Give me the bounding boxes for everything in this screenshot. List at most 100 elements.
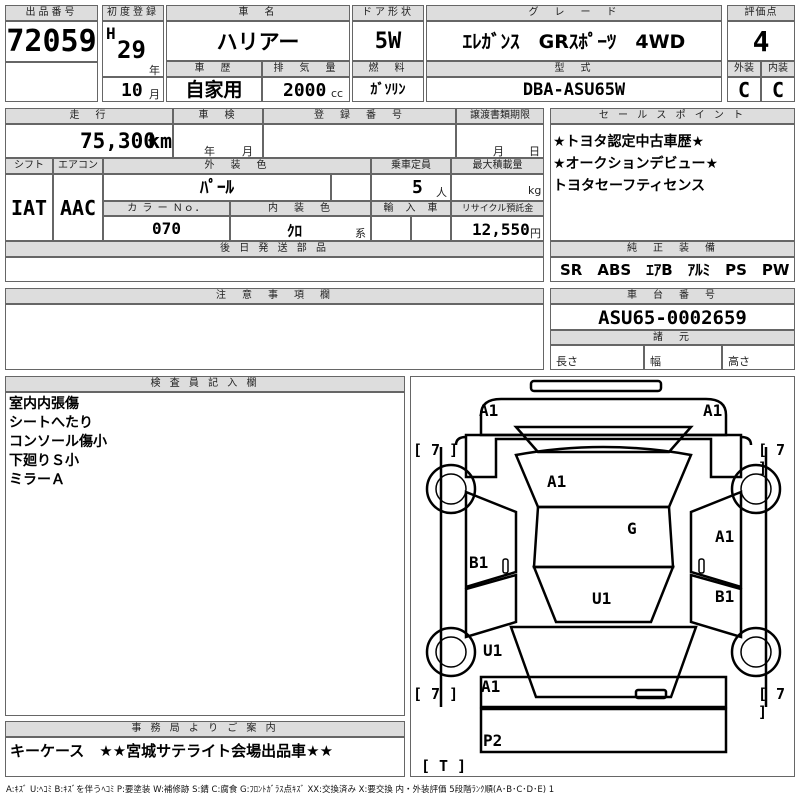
fuel-label: 燃 料: [352, 61, 424, 77]
inspector-line-1: 室内内張傷: [9, 396, 79, 412]
month-unit: 月: [149, 88, 160, 101]
first-reg-month-cell: 10 月: [102, 77, 164, 102]
first-reg-label: 初度登録: [102, 5, 164, 21]
loadmax-label: 最大積載量: [451, 158, 544, 174]
plate-label: 登 録 番 号: [263, 108, 456, 124]
car-name-label: 車 名: [166, 5, 350, 21]
mark-b1-right: B1: [715, 587, 735, 606]
mark-a1-right-door: A1: [715, 527, 735, 546]
lot-number-label: 出品番号: [5, 5, 98, 21]
inspector-label: 検 査 員 記 入 欄: [5, 376, 405, 392]
mark-a1-front-right: A1: [703, 401, 723, 420]
inspector-line-3: コンソール傷小: [9, 434, 107, 450]
equipment: SR ABS ｴｱB ｱﾙﾐ PS PW: [550, 257, 795, 282]
inspector-line-4: 下廻りＳ小: [9, 453, 79, 469]
import-cell-b: [411, 216, 451, 241]
lot-number: 72059: [5, 21, 98, 62]
year-unit: 年: [149, 64, 160, 77]
fuel: ｶﾞｿﾘﾝ: [352, 77, 424, 102]
damage-diagram: A1 A1 A1 G A1 B1 B1 U1 U1 A1 P2 [ 7 ] [ …: [410, 376, 795, 777]
tire-rear-left: [ 7 ]: [413, 685, 459, 703]
legend: A:ｷｽﾞ U:ﾍｺﾐ B:ｷｽﾞを伴うﾍｺﾐ P:要塗装 W:補修跡 S:錆 …: [6, 785, 555, 795]
displacement-unit: cc: [331, 87, 344, 100]
notes-label: 注 意 事 項 欄: [5, 288, 544, 304]
sales-point-3: トヨタセーフティセンス: [553, 178, 706, 194]
height-label: 高さ: [722, 345, 795, 370]
chassis-label: 車 台 番 号: [550, 288, 795, 304]
recycle-label: リサイクル預託金: [451, 201, 544, 216]
intcolor-unit: 系: [355, 227, 366, 240]
displacement: 2000: [283, 80, 327, 101]
mark-u1-roof: U1: [592, 589, 612, 608]
mark-b1-left: B1: [469, 553, 489, 572]
inspection-label: 車 検: [173, 108, 263, 124]
mark-a1-front-left: A1: [479, 401, 499, 420]
model-label: 型 式: [426, 61, 722, 77]
color-label: 外 装 色: [103, 158, 371, 174]
capacity-unit: 人: [436, 186, 447, 199]
grade: ｴﾚｶﾞﾝｽ GRｽﾎﾟｰﾂ 4WD: [426, 21, 722, 61]
first-reg-year-cell: H 29 年: [102, 21, 164, 77]
office-label: 事 務 局 よ り ご 案 内: [5, 721, 405, 737]
capacity-label: 乗車定員: [371, 158, 451, 174]
intcolor: ｸﾛ: [287, 222, 303, 240]
inspector-line-5: ミラーＡ: [9, 472, 65, 488]
mark-u1-left: U1: [483, 641, 503, 660]
sales-point-2: ★オークションデビュー★: [553, 156, 719, 172]
shift: IAT: [5, 174, 53, 241]
import-cell-a: [371, 216, 411, 241]
car-name: ハリアー: [166, 21, 350, 61]
reg-month: 10: [121, 80, 143, 101]
mark-g-windshield: G: [627, 519, 637, 538]
colorno-label: カ ラ ー Ｎｏ．: [103, 201, 230, 216]
grade-label: グ レ ー ド: [426, 5, 722, 21]
dims-label: 諸 元: [550, 330, 795, 345]
displacement-cell: 2000 cc: [262, 77, 350, 102]
plate-cell: [263, 124, 456, 158]
tire-rear-right: [ 7 ]: [758, 685, 786, 721]
history: 自家用: [166, 77, 262, 102]
ac-label: エアコン: [53, 158, 103, 174]
notes: [5, 304, 544, 370]
door-label: ドア形状: [352, 5, 424, 21]
mark-a1-hood: A1: [547, 472, 567, 491]
transfer-month-unit: 月: [493, 145, 504, 158]
width-label: 幅: [644, 345, 722, 370]
lot-blank: [5, 62, 98, 102]
interior-label: 内装: [761, 61, 795, 77]
mileage: 75,300: [80, 129, 156, 153]
loadmax-unit: kg: [528, 184, 542, 197]
intcolor-label: 内 装 色: [230, 201, 371, 216]
model: DBA-ASU65W: [426, 77, 722, 102]
equipment-label: 純 正 装 備: [550, 241, 795, 257]
recycle-cell: 12,550 円: [451, 216, 544, 241]
tire-front-right: [ 7 ]: [758, 441, 786, 477]
office-message: キーケース ★★宮城サテライト会場出品車★★: [5, 737, 405, 777]
exterior-label: 外装: [727, 61, 761, 77]
mileage-unit: km: [148, 129, 173, 153]
later-parts-label: 後 日 発 送 部 品: [5, 241, 544, 257]
capacity-cell: 5 人: [371, 174, 451, 201]
capacity: 5: [412, 177, 423, 198]
colorno: 070: [103, 216, 230, 241]
sales-points: ★トヨタ認定中古車歴★ ★オークションデビュー★ トヨタセーフティセンス: [550, 124, 795, 241]
later-parts: [5, 257, 544, 282]
loadmax-cell: kg: [451, 174, 544, 201]
history-label: 車 歴: [166, 61, 262, 77]
door: 5W: [352, 21, 424, 61]
inspector-line-2: シートへたり: [9, 415, 93, 431]
mark-p2-bumper: P2: [483, 731, 503, 750]
color-extra: [331, 174, 371, 201]
inspection-year-unit: 年: [204, 145, 215, 158]
displacement-label: 排 気 量: [262, 61, 350, 77]
inspection-cell: 年 月: [173, 124, 263, 158]
score-label: 評価点: [727, 5, 795, 21]
transfer-cell: 月 日: [456, 124, 544, 158]
sales-point-1: ★トヨタ認定中古車歴★: [553, 134, 705, 150]
sales-points-label: セ ー ル ス ポ イ ン ト: [550, 108, 795, 124]
chassis-number: ASU65-0002659: [550, 304, 795, 330]
score: 4: [727, 21, 795, 61]
inspection-month-unit: 月: [242, 145, 253, 158]
mileage-cell: 75,300 km: [5, 124, 173, 158]
length-label: 長さ: [550, 345, 644, 370]
